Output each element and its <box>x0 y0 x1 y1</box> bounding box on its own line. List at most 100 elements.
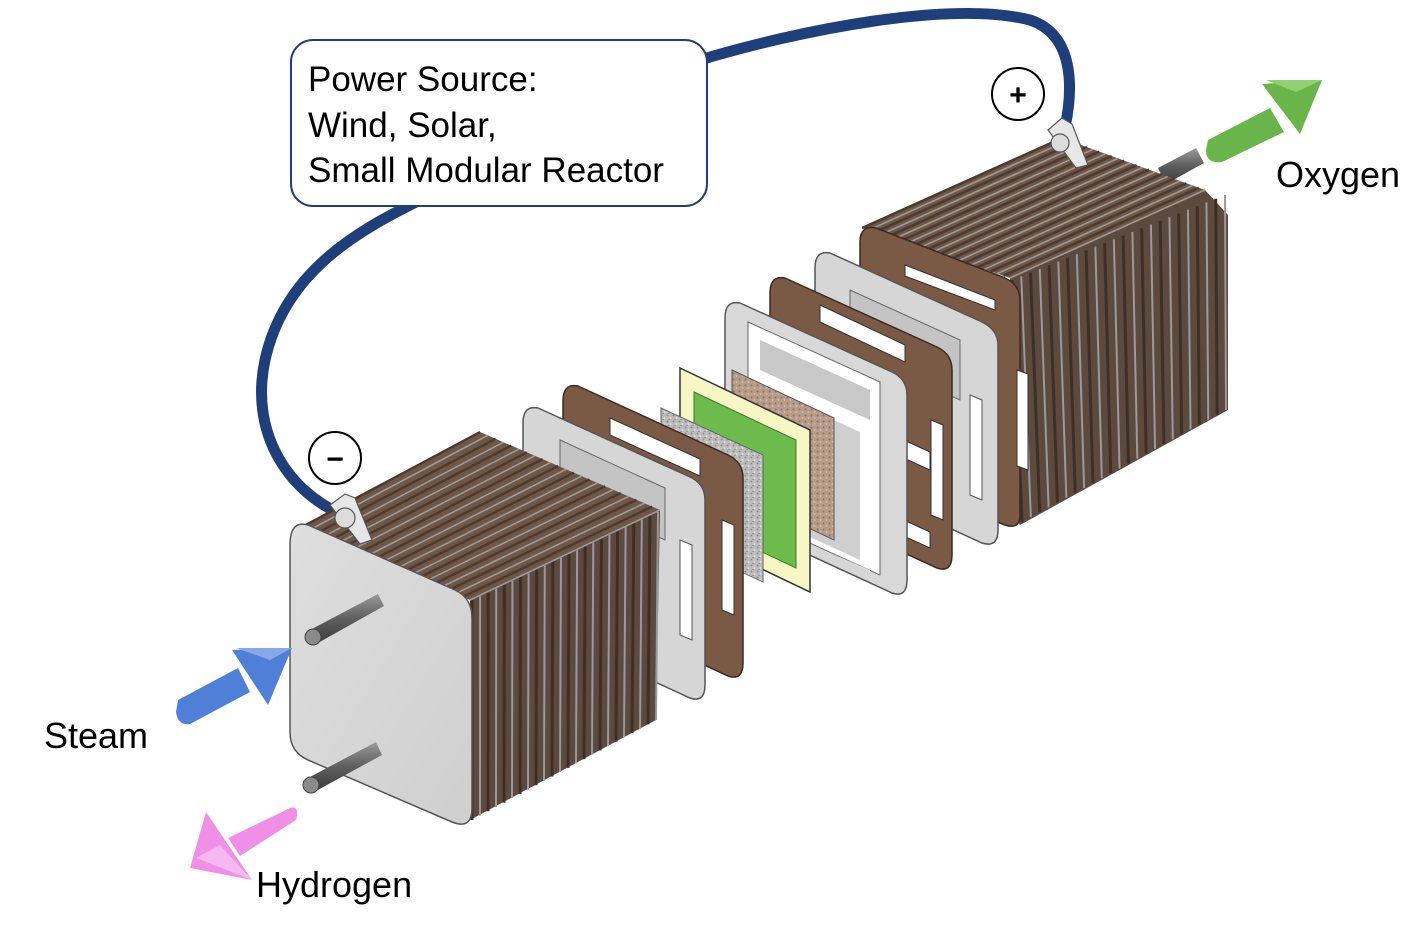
plate-edge-line <box>964 173 1162 264</box>
plate-edge-line <box>1205 202 1210 420</box>
plate-edge-line <box>868 139 1069 231</box>
cathode-end-stack <box>289 430 661 825</box>
plate-edge-line <box>440 495 630 589</box>
positive-terminal-post <box>1050 133 1070 153</box>
plate-edge-line <box>925 159 1125 251</box>
power-source-box <box>290 39 708 207</box>
power-source-line3: Small Modular Reactor <box>308 151 664 190</box>
plate-edge-line <box>469 509 661 601</box>
plate-edge-line <box>343 451 528 548</box>
negative-terminal-label: − <box>326 443 344 476</box>
hydrogen-arrow-icon <box>190 807 298 880</box>
power-source-line1: Power Source: <box>308 60 538 99</box>
plate-edge-line <box>900 150 1100 243</box>
steam-arrow-icon <box>176 648 292 725</box>
plate-edge-line <box>566 554 571 768</box>
plate-edge-line <box>591 542 595 755</box>
steam-inlet-pin <box>304 594 384 646</box>
cathode-stack-plate-lines <box>470 511 659 820</box>
plate-edge-line <box>1168 217 1174 440</box>
plate-edge-line <box>1066 257 1077 493</box>
plate-edge-line <box>582 546 587 760</box>
plate-edge-line <box>958 171 1156 262</box>
plate-edge-line <box>893 148 1094 240</box>
plate-edge-line <box>887 145 1088 238</box>
anode-front-slot-right <box>1016 369 1029 471</box>
cathode-end-plate <box>289 523 473 825</box>
plate-edge-line <box>518 577 523 794</box>
plate-edge-line <box>432 491 622 586</box>
plate-edge-line <box>1057 261 1068 498</box>
hydrogen-label: Hydrogen <box>256 864 412 905</box>
plate-edge-line <box>1149 224 1157 449</box>
plate-edge-line <box>1186 209 1192 430</box>
plate-edge-line <box>945 166 1144 257</box>
negative-terminal-icon: − <box>308 431 362 485</box>
plate-edge-line <box>990 182 1187 273</box>
plate-edge-line <box>550 561 555 777</box>
plate-edge-line <box>880 144 1081 236</box>
plate-edge-line <box>1158 220 1166 445</box>
plate-edge-line <box>598 538 603 751</box>
plate-edge-line <box>951 168 1150 260</box>
power-wire <box>256 8 1075 521</box>
plate-edge-line <box>977 177 1175 269</box>
plate-edge-line <box>417 485 606 580</box>
plate-edge-line <box>395 475 583 570</box>
power-source-callout: Power Source: Wind, Solar, Small Modular… <box>290 39 708 207</box>
oxygen-label: Oxygen <box>1276 154 1400 195</box>
plate-edge-line <box>425 488 614 582</box>
plate-edge-line <box>559 557 562 773</box>
plate-edge-line <box>462 505 653 598</box>
plate-edge-line <box>607 534 611 747</box>
power-source-line2: Wind, Solar, <box>308 106 497 145</box>
plate-edge-line <box>543 565 546 781</box>
plate-edge-line <box>983 180 1181 271</box>
anode-front-slot-top <box>904 264 996 311</box>
plate-edge-line <box>1112 239 1121 469</box>
plate-edge-line <box>912 154 1113 247</box>
plate-edge-line <box>1038 268 1050 508</box>
plate-edge-line <box>1029 272 1042 513</box>
plate-edge-line <box>534 569 539 786</box>
plate-edge-line <box>1075 254 1086 488</box>
oxygen-outlet-pipe <box>1158 148 1204 184</box>
plate-edge-line <box>996 184 1193 275</box>
plate-edge-line <box>1084 250 1095 484</box>
plate-edge-line <box>366 461 551 557</box>
plate-edge-line <box>299 430 481 530</box>
plate-edge-line <box>614 531 620 742</box>
plate-edge-line <box>1224 194 1227 411</box>
plate-edge-line <box>575 550 579 764</box>
oxygen-arrow-icon <box>1206 80 1322 163</box>
plate-edge-line <box>861 136 1063 230</box>
plate-edge-line <box>358 458 544 555</box>
plate-edge-line <box>1009 189 1206 279</box>
plate-edge-line <box>646 515 652 725</box>
plate-edge-line <box>1047 265 1059 503</box>
plate-edge-line <box>527 573 530 790</box>
plate-edge-line <box>447 498 638 592</box>
steam-label: Steam <box>44 715 148 756</box>
plate-edge-line <box>1003 186 1200 277</box>
plate-edge-line <box>932 162 1131 253</box>
plate-edge-line <box>1103 243 1113 474</box>
plate-edge-line <box>1121 235 1130 464</box>
positive-terminal-icon: + <box>991 67 1045 121</box>
plate-edge-line <box>971 175 1169 266</box>
plate-edge-line <box>938 164 1138 256</box>
plate-edge-line <box>874 141 1075 234</box>
hydrogen-outlet-pin <box>302 742 382 794</box>
cathode-stack-side <box>470 510 660 820</box>
plate-edge-line <box>919 157 1119 249</box>
plate-edge-line <box>655 511 659 721</box>
plate-edge-line <box>410 482 598 576</box>
anode-stack-top-lines <box>861 136 1206 279</box>
plate-edge-line <box>639 519 643 729</box>
plate-edge-line <box>402 478 591 573</box>
plate-edge-line <box>1214 198 1219 415</box>
plate-edge-line <box>454 502 645 595</box>
plate-edge-line <box>623 527 627 738</box>
plate-edge-line <box>630 523 636 734</box>
